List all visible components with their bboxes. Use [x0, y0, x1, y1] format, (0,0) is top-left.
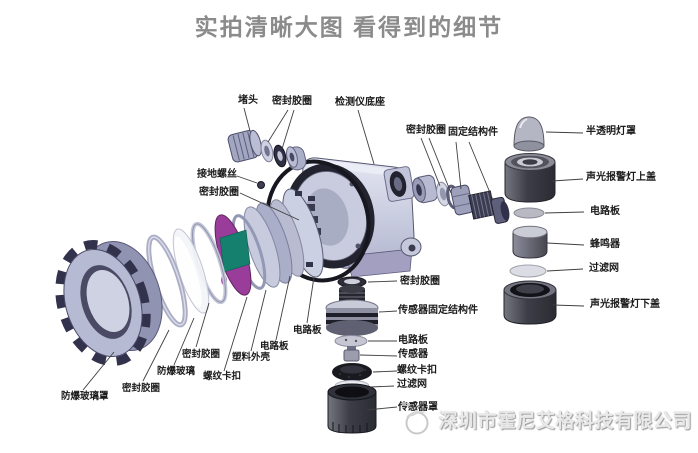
page-title: 实拍清晰大图 看得到的细节 — [194, 14, 504, 40]
label-ground-screw: 接地螺丝 — [197, 169, 237, 180]
sensor-cover-part — [327, 383, 377, 434]
label-plastic-shell: 塑料外壳 — [232, 352, 271, 363]
label-circuit-board-mid: 电路板 — [398, 335, 428, 346]
plug-washer-part — [260, 139, 274, 163]
label-plug: 堵头 — [238, 95, 258, 106]
leader-lines — [82, 107, 585, 411]
label-circuit-board-bl1: 电路板 — [260, 341, 289, 352]
label-alarm-bottom-cover: 声光报警灯下盖 — [590, 299, 660, 310]
sensor-pcb-part — [334, 335, 368, 347]
label-translucent-cover: 半透明灯罩 — [586, 126, 636, 137]
ground-screw-part — [257, 181, 265, 189]
alarm-pcb-part — [513, 207, 545, 219]
label-thread-buckle-bl: 螺纹卡扣 — [203, 371, 242, 382]
label-circuit-board-bl2: 电路板 — [293, 325, 322, 336]
company-watermark: 深圳市霍尼艾格科技有限公司 — [401, 401, 692, 437]
label-thread-buckle-mid: 螺纹卡扣 — [397, 365, 437, 376]
explosion-glass-cover-part — [55, 240, 163, 366]
sensor-fixing-part — [325, 285, 379, 336]
sensor-seal-ring-part — [337, 276, 367, 288]
label-filter-right: 过滤网 — [589, 263, 619, 274]
plug-sleeve-part — [286, 146, 307, 171]
plastic-shell-part — [243, 202, 293, 288]
buzzer-part — [512, 225, 548, 259]
sensor-part — [343, 346, 360, 362]
fitting-end-bolt-part — [490, 196, 510, 224]
label-detector-base: 检测仪底座 — [335, 97, 385, 108]
label-seal-ring-top: 密封胶圈 — [272, 96, 312, 107]
label-seal-ring-left: 密封胶圈 — [199, 187, 239, 198]
alarm-top-cover-part — [504, 153, 556, 203]
plug-oring-part — [273, 144, 287, 168]
alarm-filter-part — [509, 264, 547, 278]
fitting-washer-part — [436, 181, 450, 207]
foam-thread-buckle-part — [332, 363, 372, 381]
label-sensor: 传感器 — [398, 349, 428, 360]
company-name: 深圳市霍尼艾格科技有限公司 — [438, 410, 692, 432]
plug-part — [227, 129, 262, 163]
label-buzzer: 蜂鸣器 — [590, 239, 620, 250]
label-seal-ring-mid: 密封胶圈 — [400, 276, 440, 287]
fitting-sleeve-part — [412, 174, 438, 204]
label-glass-cover: 防爆玻璃罩 — [61, 391, 109, 402]
label-sensor-cover: 传感器罩 — [398, 402, 438, 413]
fitting-threaded-stud-part — [468, 190, 496, 220]
label-filter-mid: 过滤网 — [397, 379, 427, 390]
translucent-lamp-cover-part — [513, 116, 545, 152]
alarm-bottom-cover-part — [503, 280, 557, 325]
label-circuit-board-right: 电路板 — [590, 206, 620, 217]
label-alarm-top-cover: 声光报警灯上盖 — [586, 172, 656, 183]
label-seal-ring-bl2: 密封胶圈 — [182, 349, 221, 360]
label-explosion-glass: 防爆玻璃 — [157, 366, 196, 377]
label-seal-ring-bl1: 密封胶圈 — [122, 383, 161, 394]
label-seal-ring-right: 密封胶圈 — [406, 125, 446, 136]
label-sensor-fixing: 传感器固定结构件 — [398, 305, 478, 316]
label-fixing-structure: 固定结构件 — [448, 127, 498, 138]
eagle-swoosh-circle-logo — [402, 402, 429, 435]
